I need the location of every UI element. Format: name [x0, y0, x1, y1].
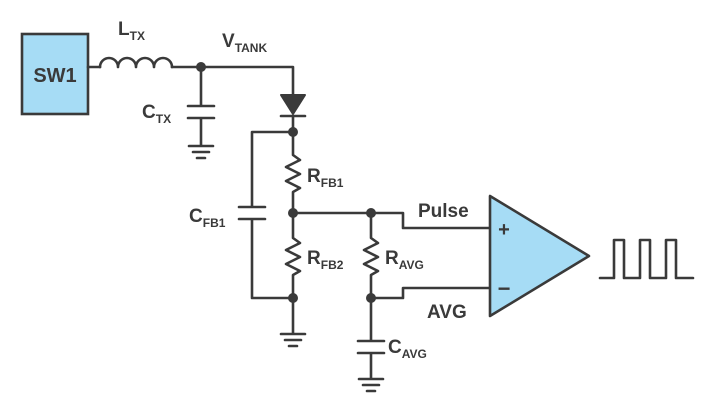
capacitor-cavg	[356, 296, 386, 393]
output-waveform	[598, 238, 695, 280]
resistor-rfb1	[284, 130, 302, 215]
ground-rfb2	[279, 296, 307, 348]
label-rfb1: RFB1	[307, 166, 344, 190]
wire-avg	[369, 286, 494, 300]
label-vtank: VTANK	[222, 31, 267, 55]
label-avg: AVG	[427, 302, 467, 323]
diode	[279, 94, 307, 118]
label-rfb2: RFB2	[307, 248, 344, 272]
label-pulse: Pulse	[418, 201, 469, 222]
label-ravg: RAVG	[385, 248, 424, 272]
label-cavg: CAVG	[388, 337, 427, 361]
wire-vtank	[170, 65, 295, 97]
wire-pulse	[291, 211, 494, 230]
sw1-label: SW1	[33, 65, 76, 87]
resistor-rfb2	[284, 211, 302, 300]
minus-sign: −	[498, 276, 511, 301]
comparator: + −	[488, 194, 591, 318]
sw1-block: SW1	[20, 32, 90, 116]
capacitor-ctx	[186, 65, 216, 160]
label-ctx: CTX	[142, 102, 171, 126]
inductor-ltx	[98, 56, 174, 69]
label-ltx: LTX	[118, 19, 145, 43]
resistor-ravg	[362, 211, 380, 300]
capacitor-cfb1	[237, 130, 295, 300]
label-cfb1: CFB1	[189, 206, 226, 230]
plus-sign: +	[498, 219, 510, 241]
